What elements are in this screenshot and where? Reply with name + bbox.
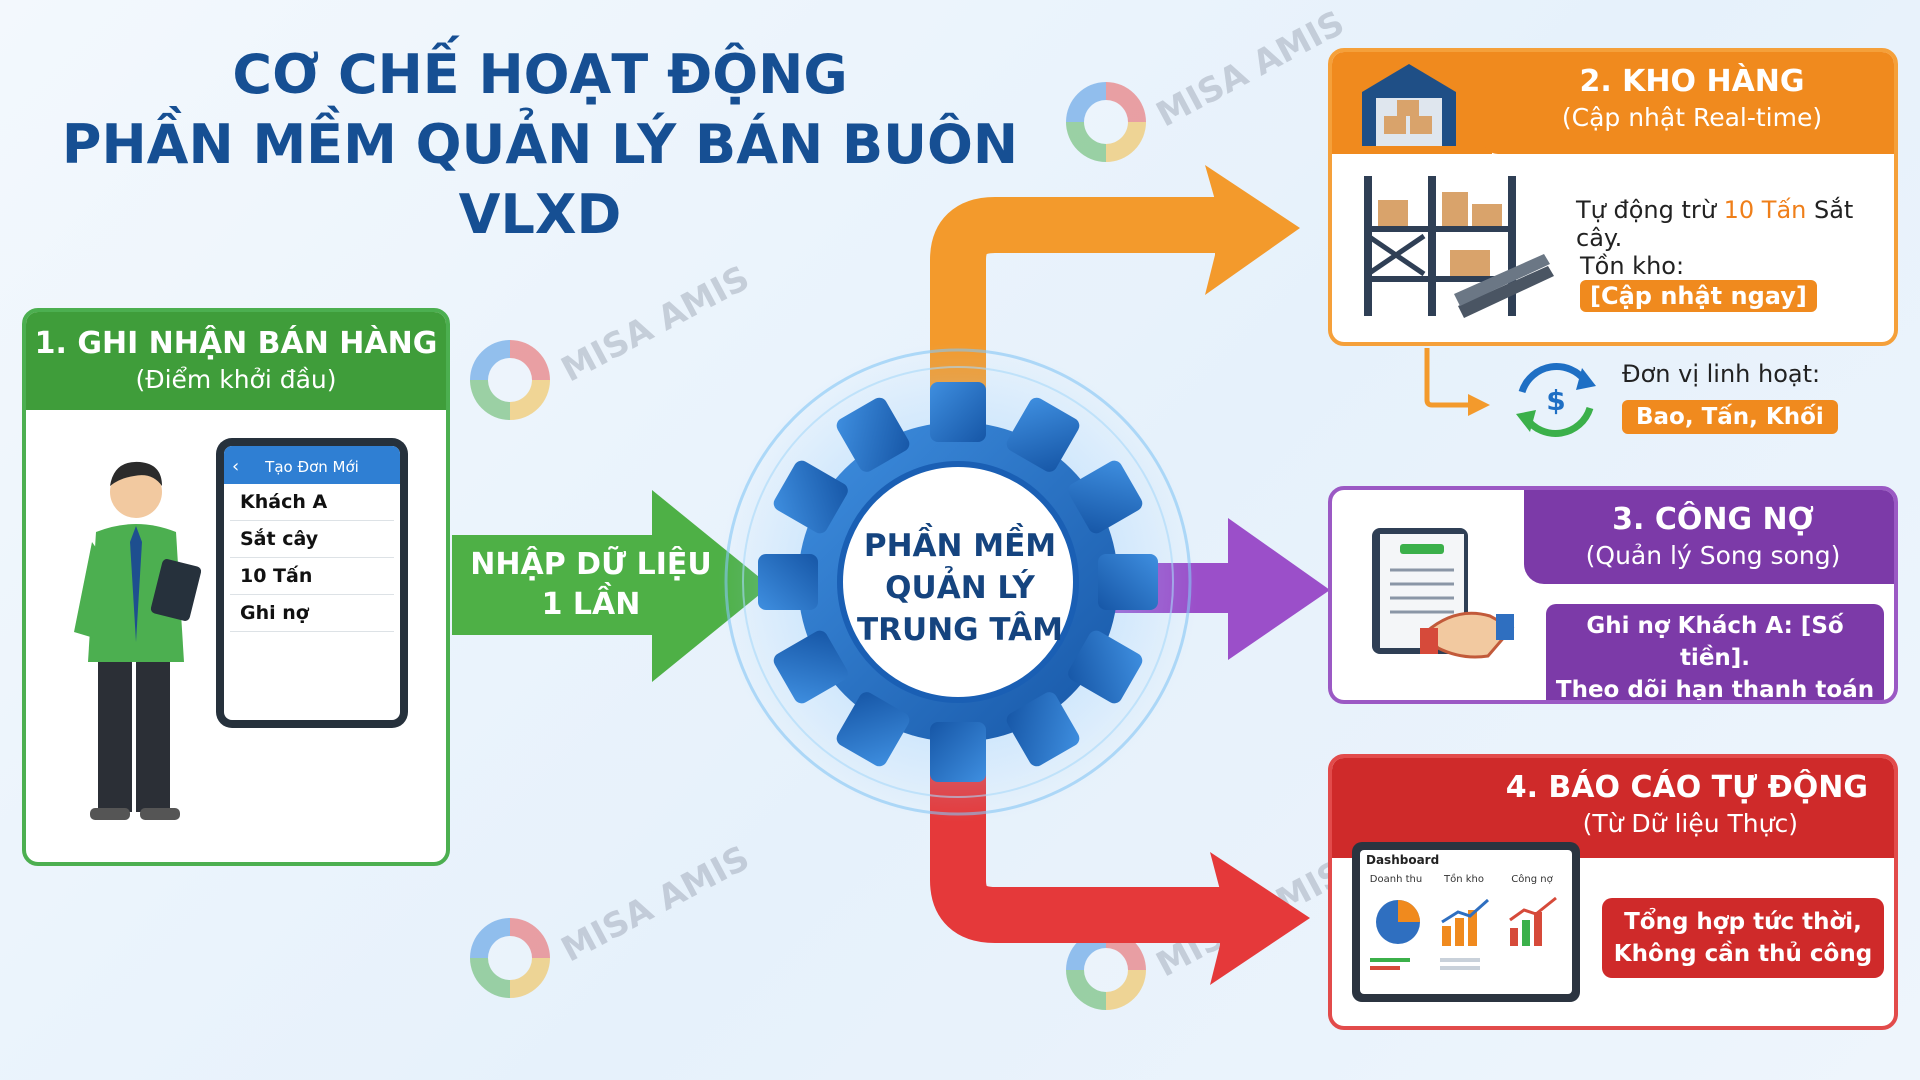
dashboard-col-revenue: Doanh thu [1369, 874, 1423, 885]
report-line-2: Không cần thủ công [1613, 941, 1873, 967]
phone-row-product[interactable]: Sắt cây [230, 521, 394, 558]
svg-text:$: $ [1546, 384, 1565, 417]
phone-row-customer[interactable]: Khách A [230, 484, 394, 521]
step-1-sales-card: 1. GHI NHẬN BÁN HÀNG (Điểm khởi đầu) ‹ T… [22, 308, 450, 866]
deduct-quantity: 10 Tấn [1723, 196, 1807, 224]
debt-line-2: Theo dõi hạn thanh toán [1555, 677, 1875, 703]
unit-connector-arrow [1424, 348, 1470, 408]
center-line-1: PHẦN MỀM [863, 528, 1057, 564]
input-arrow-label: NHẬP DỮ LIỆU 1 LẦN [460, 545, 722, 625]
orange-flow-arrow [930, 197, 1215, 400]
center-line-3: TRUNG TÂM [857, 612, 1063, 648]
stock-update-badge: [Cập nhật ngay] [1580, 280, 1817, 312]
phone-title: Tạo Đơn Mới [265, 458, 359, 476]
step-4-report-card: 4. BÁO CÁO TỰ ĐỘNG (Từ Dữ liệu Thực) Das… [1328, 754, 1898, 1030]
orange-arrow-head [1205, 165, 1300, 295]
dashboard-monitor: Dashboard Doanh thu Tồn kho Công nợ [1352, 842, 1580, 1002]
step-4-subtitle: (Từ Dữ liệu Thực) [1582, 809, 1798, 838]
step-2-header: 2. KHO HÀNG (Cập nhật Real-time) [1482, 52, 1894, 154]
step-4-header: 4. BÁO CÁO TỰ ĐỘNG (Từ Dữ liệu Thực) [1332, 758, 1894, 858]
pie-chart-icon [1376, 900, 1420, 944]
green-input-arrow-body [452, 535, 662, 635]
dashboard-col-debt: Công nợ [1511, 874, 1553, 885]
salesperson-illustration [74, 461, 202, 820]
dashboard-title: Dashboard [1366, 853, 1440, 867]
dashboard-col-stock: Tồn kho [1444, 874, 1484, 885]
title-line-2: PHẦN MỀM QUẢN LÝ BÁN BUÔN VLXD [61, 113, 1019, 246]
step-3-header: 3. CÔNG NỢ (Quản lý Song song) [1524, 490, 1894, 584]
step-2-title: 2. KHO HÀNG [1579, 64, 1805, 99]
step-1-subtitle: (Điểm khởi đầu) [135, 365, 337, 394]
red-arrow-head [1210, 852, 1310, 985]
red-flow-arrow [930, 760, 1220, 943]
phone-row-payment[interactable]: Ghi nợ [230, 595, 394, 632]
currency-cycle-icon: $ [1516, 363, 1596, 437]
phone-header: ‹ Tạo Đơn Mới [224, 446, 400, 484]
central-gear-icon [758, 382, 1158, 782]
green-input-arrow-head [652, 490, 770, 682]
stock-text: Tồn kho: [Cập nhật ngay] [1580, 252, 1894, 312]
central-software-label: PHẦN MỀM QUẢN LÝ TRUNG TÂM [825, 525, 1095, 651]
debt-line-1: Ghi nợ Khách A: [Số tiền]. [1586, 613, 1844, 671]
line-chart-icon [1509, 896, 1557, 946]
step-3-debt-card: 3. CÔNG NỢ (Quản lý Song song) Ghi nợ Kh… [1328, 486, 1898, 704]
step-3-subtitle: (Quản lý Song song) [1585, 541, 1841, 570]
unit-badge: Bao, Tấn, Khối [1622, 400, 1838, 434]
auto-deduct-text: Tự động trừ 10 Tấn Sắt cây. [1576, 196, 1854, 252]
diagram-title: CƠ CHẾ HOẠT ĐỘNG PHẦN MỀM QUẢN LÝ BÁN BU… [20, 40, 1060, 250]
flexible-unit-label: Đơn vị linh hoạt: [1622, 360, 1821, 388]
step-1-title: 1. GHI NHẬN BÁN HÀNG [34, 326, 438, 361]
center-line-2: QUẢN LÝ [885, 570, 1035, 606]
report-line-1: Tổng hợp tức thời, [1624, 909, 1862, 935]
step-1-header: 1. GHI NHẬN BÁN HÀNG (Điểm khởi đầu) [26, 312, 446, 410]
input-arrow-line-2: 1 LẦN [541, 587, 641, 622]
debt-info-box: Ghi nợ Khách A: [Số tiền]. Theo dõi hạn … [1546, 604, 1884, 703]
step-3-title: 3. CÔNG NỢ [1612, 502, 1814, 537]
bar-chart-icon [1441, 898, 1489, 946]
report-info-box: Tổng hợp tức thời, Không cần thủ công [1602, 898, 1884, 978]
watermark-logo-icon [470, 918, 550, 998]
step-2-warehouse-card: 2. KHO HÀNG (Cập nhật Real-time) Tự động… [1328, 48, 1898, 346]
watermark-logo-icon [1066, 82, 1146, 162]
step-4-title: 4. BÁO CÁO TỰ ĐỘNG [1505, 770, 1868, 805]
watermark-logo-icon [1066, 930, 1146, 1010]
input-arrow-line-1: NHẬP DỮ LIỆU [470, 547, 712, 582]
title-line-1: CƠ CHẾ HOẠT ĐỘNG [232, 43, 848, 106]
back-icon[interactable]: ‹ [232, 456, 240, 477]
order-phone: ‹ Tạo Đơn Mới Khách A Sắt cây 10 Tấn Ghi… [216, 438, 408, 728]
ledger-handshake-icon [1372, 528, 1515, 659]
phone-row-quantity[interactable]: 10 Tấn [230, 558, 394, 595]
shelf-with-steel-icon [1364, 176, 1554, 318]
purple-arrow-head [1228, 518, 1330, 660]
warehouse-icon [1362, 64, 1456, 146]
watermark-logo-icon [470, 340, 550, 420]
step-2-subtitle: (Cập nhật Real-time) [1561, 103, 1823, 132]
